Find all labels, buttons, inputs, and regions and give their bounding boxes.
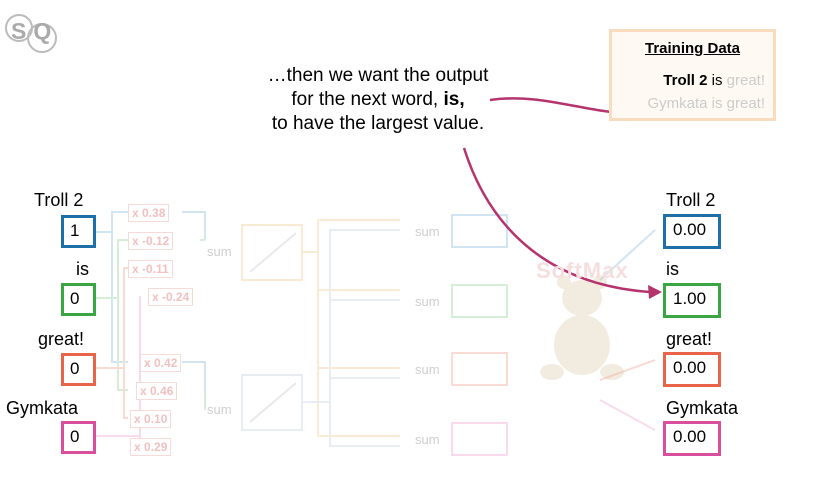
input-box-gymkata: 0 [61, 421, 96, 454]
weight-label: x -0.11 [128, 260, 173, 278]
logo-graphic [5, 14, 57, 53]
weight-label: x 0.42 [140, 354, 182, 372]
output-box-gymkata: 0.00 [663, 421, 721, 456]
input-label-gymkata: Gymkata [6, 398, 79, 418]
output-box-troll2: 0.00 [663, 214, 721, 249]
weight-label: x -0.24 [148, 288, 194, 306]
training-row-1-bold: Troll 2 [663, 72, 708, 89]
softmax-label: SoftMax [536, 258, 629, 283]
explanation-line-1: …then we want the output [267, 65, 489, 86]
weight-label: x 0.10 [130, 410, 172, 428]
sum-label: sum [207, 244, 232, 259]
output-label-is: is [666, 259, 679, 279]
teddy-bear-icon [540, 275, 624, 380]
weight-label: x -0.12 [128, 232, 174, 250]
output-box-is: 1.00 [663, 283, 721, 318]
input-label-troll2: Troll 2 [34, 190, 84, 210]
weight-label: x 0.46 [136, 382, 178, 400]
output-label-gymkata: Gymkata [666, 398, 739, 418]
logo-text: SQ [11, 18, 59, 44]
training-data-card: Training Data Troll 2 is great! Gymkata … [609, 29, 776, 121]
explanation-text: …then we want the output for the next wo… [228, 64, 528, 136]
sum-label: sum [415, 224, 440, 239]
input-label-great: great! [38, 329, 85, 349]
training-row-1-mid: is [707, 72, 727, 89]
input-label-is: is [76, 259, 89, 279]
training-row-1-faint: great! [726, 72, 765, 89]
logo: SQ [4, 4, 62, 60]
explanation-line-3: to have the largest value. [271, 113, 485, 134]
explanation-line-2-prefix: for the next word, [291, 89, 444, 110]
training-data-row-1: Troll 2 is great! [663, 72, 765, 89]
explanation-line-2-bold: is, [443, 89, 465, 110]
sum-label: sum [415, 362, 440, 377]
training-data-row-2: Gymkata is great! [647, 95, 765, 112]
sum-label: sum [207, 402, 232, 417]
output-box-great: 0.00 [663, 352, 721, 387]
sum-label: sum [415, 294, 440, 309]
output-label-great: great! [666, 329, 713, 349]
output-label-troll2: Troll 2 [666, 190, 716, 210]
input-box-is: 0 [61, 283, 96, 316]
training-data-title: Training Data [644, 40, 741, 57]
explanation-line-2: for the next word, is, [228, 88, 528, 112]
weight-label: x 0.38 [128, 204, 170, 222]
input-box-great: 0 [61, 353, 96, 386]
input-box-troll2: 1 [61, 215, 96, 248]
sum-label: sum [415, 432, 440, 447]
weight-label: x 0.29 [130, 438, 172, 456]
